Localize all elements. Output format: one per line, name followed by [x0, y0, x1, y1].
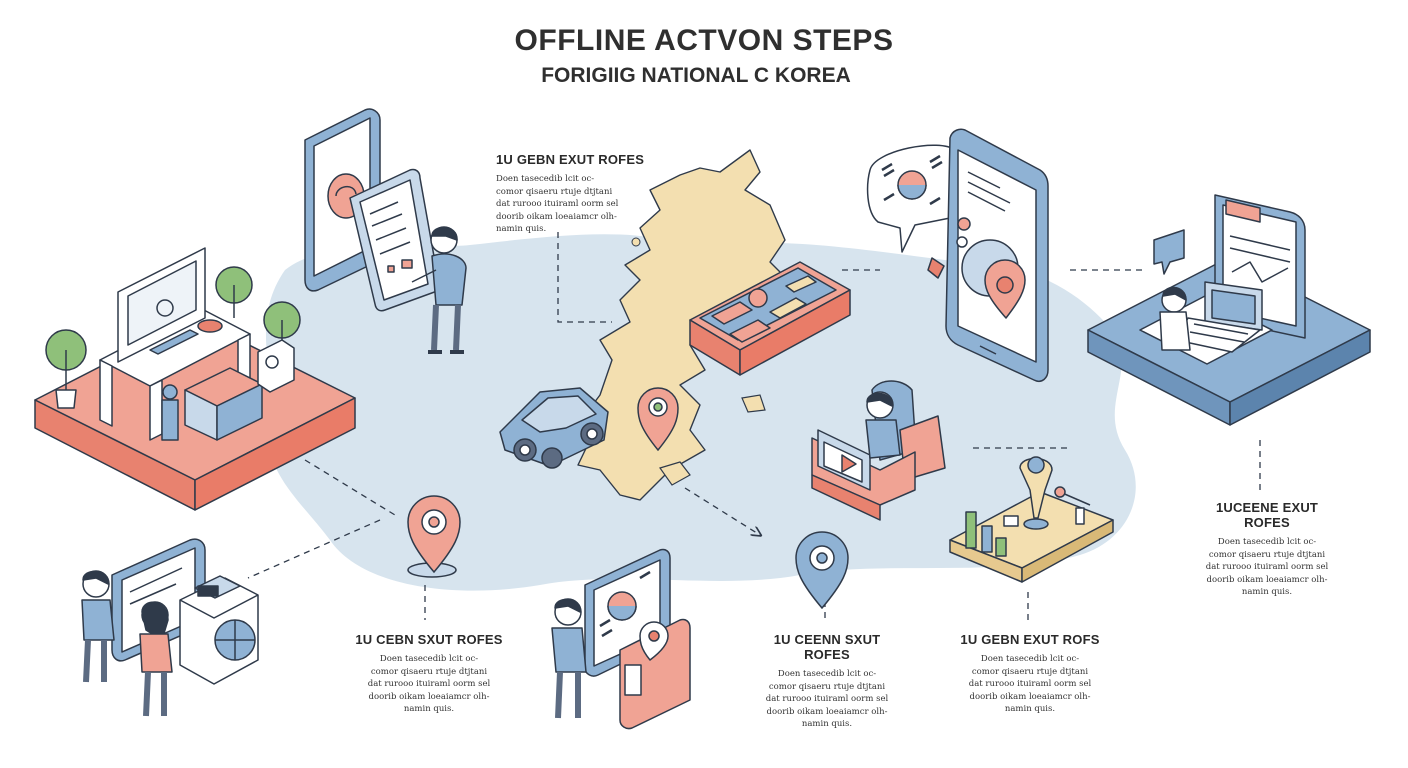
callout-bottom-center: 1U CEENN SXUT ROFES Doen tasecedib lcit …: [752, 632, 902, 731]
ticket-kiosk-icon: [689, 261, 851, 376]
callout-body: Doen tasecedib lcit oc- comor qisaeru rt…: [968, 654, 1092, 714]
callout-body: Doen tasecedib lcit oc- comor qisaeru rt…: [496, 174, 619, 234]
location-pin-icon: [637, 387, 679, 452]
location-pin-icon: [795, 531, 849, 610]
callout-title: 1U CEBN SXUT ROFES: [355, 632, 503, 647]
smartphone-korea-flag-icon: [927, 128, 1049, 382]
page-title: OFFLINE ACTVON STEPS: [514, 24, 894, 57]
page-subtitle: FORIGIIG NATIONAL C KOREA: [541, 64, 851, 87]
tablet-checklist-person-icon: [304, 108, 467, 354]
dashboard-lamp-icon: [949, 456, 1114, 583]
callout-bottom-right: 1U GEBN EXUT ROFS Doen tasecedib lcit oc…: [955, 632, 1105, 716]
callout-bottom-left: 1U CEBN SXUT ROFES Doen tasecedib lcit o…: [354, 632, 504, 716]
callout-title: 1U CEENN SXUT ROFES: [773, 632, 881, 662]
callout-body: Doen tasecedib lcit oc- comor qisaeru rt…: [765, 669, 889, 729]
korea-map-icon: [577, 149, 791, 501]
map-water-area: [265, 234, 1136, 591]
workstation-coral-platform-icon: [34, 247, 356, 511]
flag-speech-bubble-icon: [866, 144, 983, 253]
location-pin-icon: [407, 495, 461, 578]
callout-title: 1UCEENE EXUT ROFES: [1215, 500, 1319, 530]
callout-body: Doen tasecedib lcit oc- comor qisaeru rt…: [1205, 537, 1329, 597]
callout-body: Doen tasecedib lcit oc- comor qisaeru rt…: [367, 654, 491, 714]
laptop-desk-platform-icon: [1087, 194, 1371, 426]
callout-top-center: 1U GEBN EXUT ROFES Doen tasecedib lcit o…: [496, 152, 646, 236]
callout-right: 1UCEENE EXUT ROFES Doen tasecedib lcit o…: [1192, 500, 1342, 599]
car-icon: [499, 387, 609, 469]
callout-title: 1U GEBN EXUT ROFS: [960, 632, 1100, 647]
connector-lines: [247, 232, 1261, 622]
callout-title: 1U GEBN EXUT ROFES: [496, 152, 645, 167]
atm-people-icon: [81, 538, 259, 717]
person-laptop-chair-icon: [811, 380, 946, 521]
person-screen-board-icon: [551, 548, 691, 730]
